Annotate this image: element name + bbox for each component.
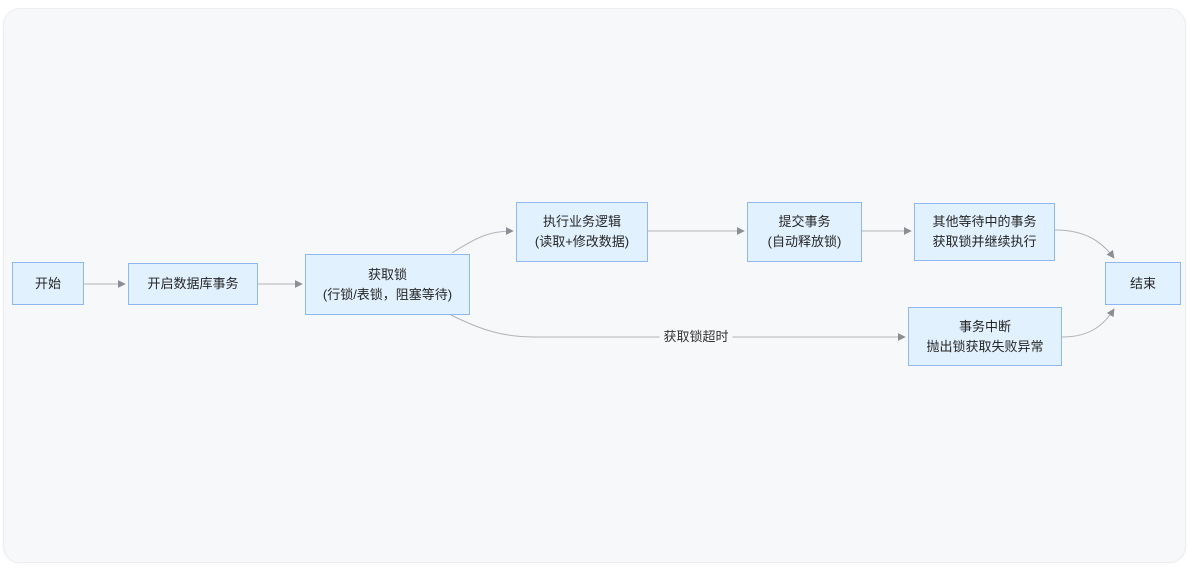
node-commit-transaction[interactable]: 提交事务 (自动释放锁) xyxy=(747,202,862,262)
node-execute-business-logic[interactable]: 执行业务逻辑 (读取+修改数据) xyxy=(516,202,648,262)
node-end[interactable]: 结束 xyxy=(1105,262,1181,305)
node-commit-transaction-label-line1: 提交事务 xyxy=(778,214,831,229)
edge-label-lock-timeout: 获取锁超时 xyxy=(659,328,733,346)
node-open-transaction[interactable]: 开启数据库事务 xyxy=(128,263,258,305)
node-start-label: 开始 xyxy=(34,275,61,291)
node-end-label: 结束 xyxy=(1129,275,1156,291)
node-commit-transaction-label-line2: (自动释放锁) xyxy=(767,234,842,249)
node-other-waiting-transactions[interactable]: 其他等待中的事务 获取锁并继续执行 xyxy=(914,203,1055,261)
node-other-waiting-transactions-label-line2: 获取锁并继续执行 xyxy=(932,234,1037,249)
node-transaction-abort-label-line1: 事务中断 xyxy=(958,318,1011,334)
node-open-transaction-label: 开启数据库事务 xyxy=(147,276,239,291)
node-acquire-lock[interactable]: 获取锁 (行锁/表锁，阻塞等待) xyxy=(305,254,470,315)
node-acquire-lock-label-line2: (行锁/表锁，阻塞等待) xyxy=(322,286,453,302)
node-execute-business-logic-label-line2: (读取+修改数据) xyxy=(534,234,630,249)
node-start[interactable]: 开始 xyxy=(12,262,84,305)
node-other-waiting-transactions-label-line1: 其他等待中的事务 xyxy=(932,214,1037,229)
node-transaction-abort[interactable]: 事务中断 抛出锁获取失败异常 xyxy=(908,307,1062,366)
node-transaction-abort-label-line2: 抛出锁获取失败异常 xyxy=(926,338,1044,354)
node-execute-business-logic-label-line1: 执行业务逻辑 xyxy=(542,214,621,229)
node-acquire-lock-label-line1: 获取锁 xyxy=(367,266,407,282)
